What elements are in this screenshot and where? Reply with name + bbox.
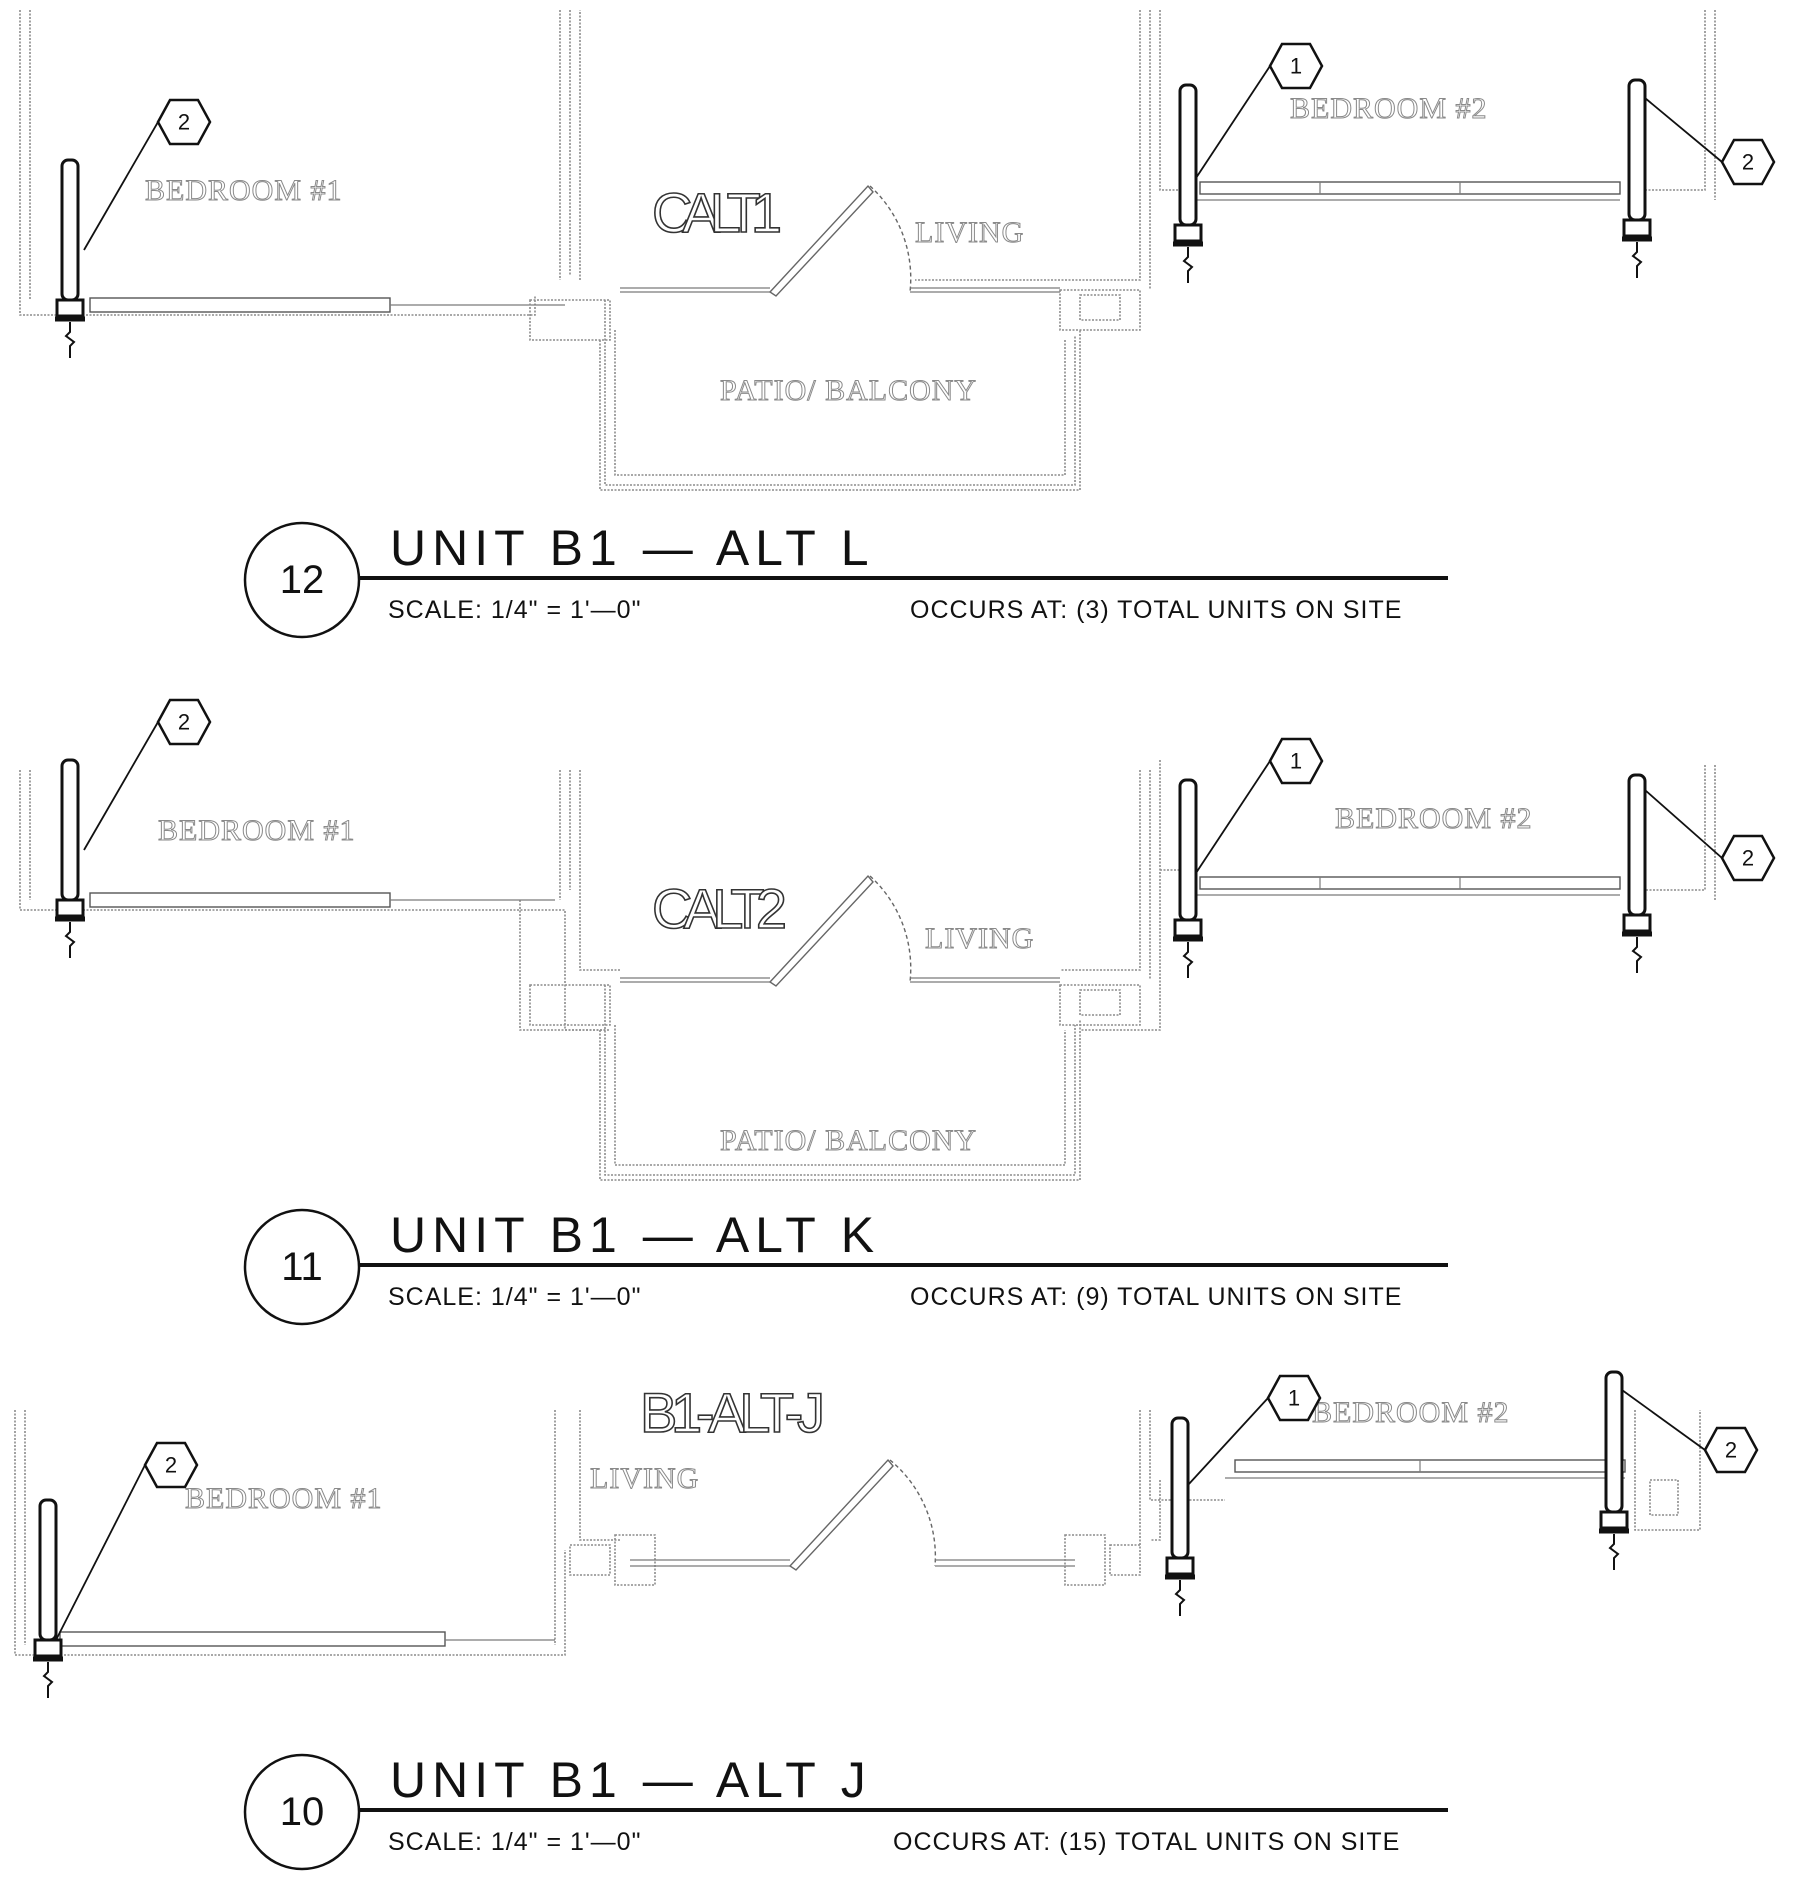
column-post	[55, 160, 85, 358]
alternate-tag: CALT1	[652, 181, 782, 244]
alternate-tag: CALT2	[652, 877, 787, 940]
room-label-bedroom-1: BEDROOM #1	[185, 1482, 383, 1515]
room-label-bedroom-1: BEDROOM #1	[145, 174, 343, 207]
column-post	[1622, 775, 1652, 973]
column-post	[1165, 1418, 1195, 1616]
detail-title-12: 12 UNIT B1 — ALT L SCALE: 1/4" = 1'—0" O…	[243, 520, 1448, 639]
column-post	[1173, 85, 1203, 283]
room-label-bedroom-2: BEDROOM #2	[1290, 92, 1488, 125]
detail-number: 10	[280, 1790, 325, 1834]
keynote-hexagon: 2	[156, 698, 212, 746]
keynote-hexagon: 1	[1268, 42, 1324, 90]
column-post	[33, 1500, 63, 1698]
room-label-patio: PATIO/ BALCONY	[720, 1124, 977, 1157]
keynote-hexagon: 2	[156, 98, 212, 146]
window-bedroom-2	[1199, 876, 1621, 890]
window-bedroom-1	[89, 297, 391, 313]
column-post	[1622, 80, 1652, 278]
keynote-hexagon: 2	[1720, 834, 1776, 882]
room-label-living: LIVING	[915, 216, 1024, 249]
keynote-number: 2	[165, 1453, 177, 1478]
keynote-number: 1	[1290, 749, 1302, 774]
detail-number: 11	[281, 1245, 323, 1289]
keynote-number: 2	[1742, 150, 1754, 175]
occurs-note: OCCURS AT: (15) TOTAL UNITS ON SITE	[893, 1828, 1400, 1856]
detail-11-plan	[19, 760, 1716, 1181]
detail-12-plan	[19, 10, 1716, 491]
room-label-bedroom-2: BEDROOM #2	[1335, 802, 1533, 835]
detail-10-plan	[14, 1410, 1701, 1656]
living-door	[788, 1458, 894, 1571]
keynote-number: 2	[178, 710, 190, 735]
room-label-bedroom-2: BEDROOM #2	[1312, 1396, 1510, 1429]
keynote-hexagon: 1	[1266, 1374, 1322, 1422]
keynote-number: 2	[1725, 1438, 1737, 1463]
room-label-bedroom-1: BEDROOM #1	[158, 814, 356, 847]
detail-title-11: 11 UNIT B1 — ALT K SCALE: 1/4" = 1'—0" O…	[243, 1207, 1448, 1326]
room-label-patio: PATIO/ BALCONY	[720, 374, 977, 407]
column-post	[1173, 780, 1203, 978]
detail-title: UNIT B1 — ALT J	[390, 1752, 872, 1808]
column-post	[55, 760, 85, 958]
keynote-hexagon: 2	[1720, 138, 1776, 186]
keynote-number: 2	[1742, 846, 1754, 871]
detail-title-10: 10 UNIT B1 — ALT J SCALE: 1/4" = 1'—0" O…	[243, 1752, 1448, 1871]
scale-note: SCALE: 1/4" = 1'—0"	[388, 1828, 641, 1856]
keynote-hexagon: 2	[1703, 1426, 1759, 1474]
detail-title: UNIT B1 — ALT K	[390, 1207, 880, 1263]
occurs-note: OCCURS AT: (3) TOTAL UNITS ON SITE	[910, 596, 1402, 624]
occurs-note: OCCURS AT: (9) TOTAL UNITS ON SITE	[910, 1283, 1402, 1311]
door-swing	[869, 185, 912, 293]
keynote-number: 1	[1290, 54, 1302, 79]
alternate-tag: B1-ALT-J	[640, 1381, 825, 1444]
detail-title: UNIT B1 — ALT L	[390, 520, 875, 576]
door-swing	[869, 875, 912, 983]
living-door	[768, 874, 874, 987]
room-label-living: LIVING	[925, 922, 1034, 955]
window-bedroom-2	[1234, 1459, 1626, 1473]
keynote-number: 1	[1288, 1386, 1300, 1411]
keynote-hexagon: 2	[143, 1441, 199, 1489]
living-door	[768, 184, 874, 297]
keynote-number: 2	[178, 110, 190, 135]
scale-note: SCALE: 1/4" = 1'—0"	[388, 596, 641, 624]
scale-note: SCALE: 1/4" = 1'—0"	[388, 1283, 641, 1311]
window-bedroom-2	[1199, 181, 1621, 195]
door-swing	[889, 1459, 937, 1567]
window-bedroom-1	[59, 1631, 446, 1647]
keynote-hexagon: 1	[1268, 737, 1324, 785]
window-bedroom-1	[89, 892, 391, 908]
detail-number: 12	[280, 558, 325, 602]
room-label-living: LIVING	[590, 1462, 699, 1495]
